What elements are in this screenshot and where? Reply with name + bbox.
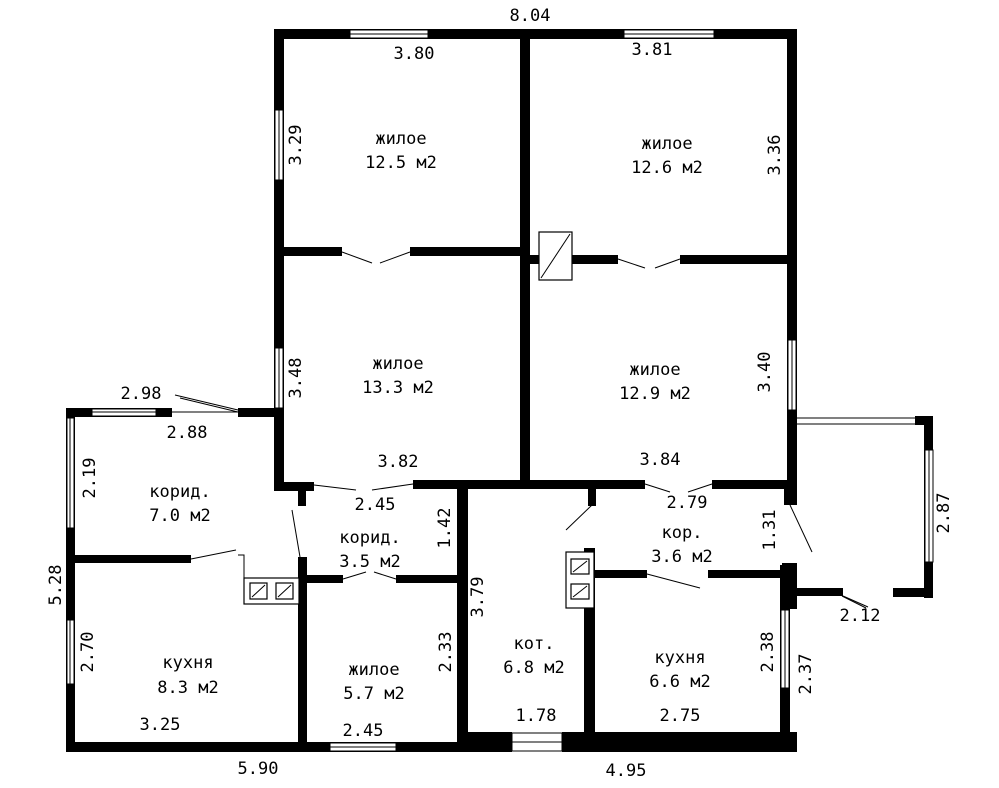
dimension-label: 5.90 bbox=[238, 759, 279, 779]
window bbox=[924, 449, 934, 563]
dimension-label: 1.31 bbox=[760, 510, 780, 551]
room-labels: жилое 12.5 м2 жилое 12.6 м2 жилое 13.3 м… bbox=[149, 129, 712, 704]
dimension-label: 3.36 bbox=[765, 135, 785, 176]
dimension-label: 2.45 bbox=[343, 721, 384, 741]
dimension-label: 3.81 bbox=[632, 40, 673, 60]
dimension-label: 3.79 bbox=[468, 577, 488, 618]
window bbox=[329, 742, 397, 752]
stove-icon bbox=[238, 554, 300, 605]
dimension-label: 2.75 bbox=[660, 706, 701, 726]
dimension-label: 1.42 bbox=[435, 508, 455, 549]
window bbox=[780, 609, 790, 689]
room-name: кухня bbox=[654, 648, 705, 668]
window bbox=[797, 417, 915, 425]
room-name: жилое bbox=[375, 129, 426, 149]
dimension-label: 3.84 bbox=[640, 450, 681, 470]
dimension-label: 3.48 bbox=[286, 358, 306, 399]
room-area: 6.8 м2 bbox=[503, 658, 564, 678]
dimension-label: 5.28 bbox=[46, 565, 66, 606]
room-area: 13.3 м2 bbox=[362, 378, 434, 398]
dimension-label: 4.95 bbox=[606, 761, 647, 781]
doors bbox=[172, 251, 869, 608]
boiler-icon bbox=[565, 551, 595, 609]
window bbox=[787, 339, 797, 411]
window bbox=[91, 408, 157, 417]
window bbox=[274, 109, 284, 181]
dimension-labels: 8.04 3.80 3.81 3.29 3.36 3.48 3.40 2.98 … bbox=[46, 6, 954, 781]
room-name: корид. bbox=[339, 528, 400, 548]
room-name: жилое bbox=[641, 134, 692, 154]
dimension-label: 2.37 bbox=[796, 654, 816, 695]
room-name: жилое bbox=[348, 660, 399, 680]
window bbox=[274, 347, 284, 409]
room-name: жилое bbox=[372, 354, 423, 374]
room-name: жилое bbox=[629, 360, 680, 380]
room-area: 7.0 м2 bbox=[149, 506, 210, 526]
dimension-label: 2.79 bbox=[667, 493, 708, 513]
window bbox=[511, 732, 563, 752]
walls bbox=[66, 29, 933, 752]
dimension-label: 2.33 bbox=[436, 632, 456, 673]
window bbox=[623, 29, 715, 39]
stove-icon bbox=[538, 231, 573, 281]
dimension-label: 2.98 bbox=[121, 384, 162, 404]
room-area: 12.6 м2 bbox=[631, 158, 703, 178]
window bbox=[349, 29, 429, 39]
dimension-label: 1.78 bbox=[516, 706, 557, 726]
dimension-label: 2.70 bbox=[78, 632, 98, 673]
dimension-label: 2.87 bbox=[934, 493, 954, 534]
room-area: 5.7 м2 bbox=[343, 684, 404, 704]
dimension-label: 2.12 bbox=[840, 606, 881, 626]
leader-lines bbox=[179, 397, 867, 609]
fixtures bbox=[238, 231, 595, 609]
dimension-label: 2.19 bbox=[80, 458, 100, 499]
dimension-label: 3.80 bbox=[394, 44, 435, 64]
room-area: 3.5 м2 bbox=[339, 552, 400, 572]
room-area: 12.5 м2 bbox=[365, 153, 437, 173]
room-name: кухня bbox=[162, 653, 213, 673]
dimension-label: 2.88 bbox=[167, 423, 208, 443]
window bbox=[66, 619, 75, 685]
room-area: 3.6 м2 bbox=[651, 547, 712, 567]
dimension-label: 3.25 bbox=[140, 715, 181, 735]
window bbox=[66, 417, 75, 529]
room-area: 8.3 м2 bbox=[157, 678, 218, 698]
dimension-label: 3.82 bbox=[378, 452, 419, 472]
dimension-label: 2.38 bbox=[758, 632, 778, 673]
room-name: кот. bbox=[514, 634, 555, 654]
dimension-label: 3.29 bbox=[286, 125, 306, 166]
room-area: 6.6 м2 bbox=[649, 672, 710, 692]
dimension-label: 2.45 bbox=[355, 495, 396, 515]
room-name: кор. bbox=[662, 523, 703, 543]
room-name: корид. bbox=[149, 482, 210, 502]
dimension-label: 3.40 bbox=[755, 352, 775, 393]
windows bbox=[66, 29, 934, 752]
room-area: 12.9 м2 bbox=[619, 384, 691, 404]
dimension-label: 8.04 bbox=[510, 6, 551, 26]
